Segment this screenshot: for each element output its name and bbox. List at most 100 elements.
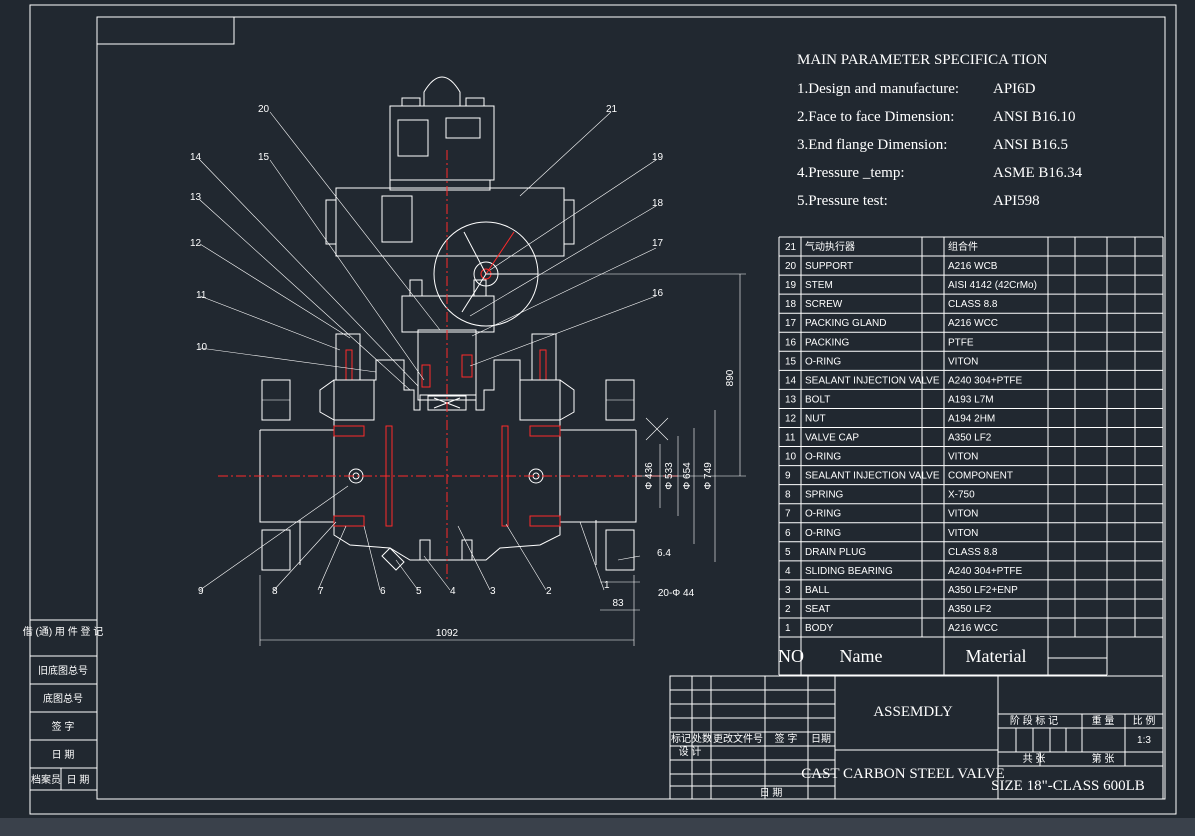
parts-row-16-material: VITON [948, 528, 978, 539]
parts-row-4-name: SCREW [805, 299, 843, 310]
parts-row-20-no: 2 [785, 604, 791, 615]
outer-border [29, 4, 1177, 815]
side-label-3: 签 字 [52, 720, 75, 733]
callout-3: 3 [490, 586, 496, 597]
dim-height: 890 [725, 369, 736, 386]
tb-scale: 1:3 [1137, 735, 1151, 746]
tb-date2: 日 期 [760, 787, 783, 799]
parts-row-19-name: BALL [805, 585, 830, 596]
spec-block: MAIN PARAMETER SPECIFICA TION 1.Design a… [797, 52, 1083, 209]
callout-19: 19 [652, 152, 664, 163]
dim-d4: Φ 749 [703, 462, 714, 490]
parts-row-14-name: SPRING [805, 490, 844, 501]
callout-16: 16 [652, 288, 664, 299]
parts-row-21-no: 1 [785, 623, 791, 634]
actuator [325, 76, 575, 333]
parts-row-4-material: CLASS 8.8 [948, 299, 998, 310]
callout-leaders [199, 111, 657, 591]
parts-row-15-name: O-RING [805, 509, 841, 520]
callout-11: 11 [196, 290, 207, 301]
callout-9: 9 [198, 586, 204, 597]
parts-row-3-no: 19 [785, 280, 797, 291]
parts-row-16-name: O-RING [805, 528, 841, 539]
callout-6: 6 [380, 586, 386, 597]
tb-sign: 签 字 [775, 732, 798, 745]
parts-row-14-material: X-750 [948, 490, 975, 501]
parts-header-material: Material [966, 646, 1027, 666]
parts-row-11-name: VALVE CAP [805, 433, 859, 444]
callout-20: 20 [258, 104, 270, 115]
parts-row-17-no: 5 [785, 547, 791, 558]
parts-row-13-name: SEALANT INJECTION VALVE [805, 471, 940, 482]
spec-item-5-label: 5.Pressure test: [797, 193, 888, 209]
tb-sheet: 第 张 [1092, 752, 1115, 765]
callout-5: 5 [416, 586, 422, 597]
parts-row-11-material: A350 LF2 [948, 433, 992, 444]
side-label-2: 底图总号 [43, 692, 83, 705]
tb-weight: 重 量 [1092, 714, 1115, 727]
side-label-6: 日 期 [67, 774, 90, 786]
parts-row-19-no: 3 [785, 585, 791, 596]
tb-count: 处数 [692, 732, 712, 745]
spec-item-1-value: API6D [993, 81, 1036, 97]
dim-length: 1092 [436, 628, 459, 639]
title-block: 标记 处数 更改文件号 签 字 日期 设 计 日 期 ASSEMDLY CAST… [669, 675, 1164, 800]
side-label-5: 档案员 [31, 773, 61, 786]
parts-row-11-no: 11 [785, 433, 796, 444]
side-label-1: 旧底图总号 [38, 664, 88, 677]
inner-border [96, 16, 1166, 800]
parts-row-2-name: SUPPORT [805, 261, 853, 272]
parts-row-2-material: A216 WCB [948, 261, 998, 272]
parts-row-14-no: 8 [785, 490, 791, 501]
callout-14: 14 [190, 152, 202, 163]
parts-row-20-material: A350 LF2 [948, 604, 992, 615]
parts-row-10-name: NUT [805, 413, 826, 424]
tb-mark: 标记 [671, 733, 691, 745]
parts-row-12-material: VITON [948, 452, 978, 463]
side-label-4: 日 期 [52, 749, 75, 761]
parts-row-15-material: VITON [948, 509, 978, 520]
parts-row-5-no: 17 [785, 318, 797, 329]
parts-row-4-no: 18 [785, 299, 797, 310]
dim-d1: Φ 436 [644, 462, 655, 490]
parts-row-9-name: BOLT [805, 394, 830, 405]
parts-row-5-name: PACKING GLAND [805, 318, 887, 329]
parts-row-21-name: BODY [805, 623, 834, 634]
parts-row-1-name: 气动执行器 [805, 240, 855, 253]
parts-row-7-material: VITON [948, 356, 978, 367]
callout-15: 15 [258, 152, 270, 163]
dim-bolt: 20-Φ 44 [658, 588, 695, 599]
parts-row-6-no: 16 [785, 337, 797, 348]
parts-row-18-material: A240 304+PTFE [948, 566, 1023, 577]
parts-row-3-name: STEM [805, 280, 833, 291]
parts-row-17-material: CLASS 8.8 [948, 547, 998, 558]
parts-row-9-material: A193 L7M [948, 394, 994, 405]
spec-item-4-value: ASME B16.34 [993, 165, 1083, 181]
parts-row-18-name: SLIDING BEARING [805, 566, 893, 577]
corner-label-box [96, 16, 235, 45]
callout-numbers: 1 2 3 4 5 6 7 8 9 10 11 12 13 14 15 16 1… [190, 104, 664, 597]
parts-row-13-material: COMPONENT [948, 471, 1013, 482]
parts-row-10-material: A194 2HM [948, 413, 995, 424]
callout-21: 21 [606, 104, 618, 115]
callout-17: 17 [652, 238, 664, 249]
parts-row-12-no: 10 [785, 452, 797, 463]
spec-item-1-label: 1.Design and manufacture: [797, 81, 959, 97]
parts-row-3-material: AISI 4142 (42CrMo) [948, 280, 1037, 291]
tb-description: CAST CARBON STEEL VALVE [801, 766, 1005, 782]
dim-t1: 6.4 [657, 548, 671, 559]
parts-row-6-material: PTFE [948, 337, 974, 348]
valve-assembly-drawing: 1092 890 Φ 436 Φ 533 Φ 654 Φ 749 20-Φ 44… [190, 76, 746, 646]
dim-t2: 83 [612, 598, 624, 609]
callout-12: 12 [190, 238, 202, 249]
spec-item-5-value: API598 [993, 193, 1040, 209]
dim-d2: Φ 533 [664, 462, 675, 490]
tb-stage-mark: 阶 段 标 记 [1010, 714, 1058, 727]
parts-header-name: Name [840, 646, 883, 666]
spec-item-2-value: ANSI B16.10 [993, 109, 1076, 125]
parts-row-2-no: 20 [785, 261, 797, 272]
parts-row-1-no: 21 [785, 242, 797, 253]
parts-row-6-name: PACKING [805, 337, 849, 348]
